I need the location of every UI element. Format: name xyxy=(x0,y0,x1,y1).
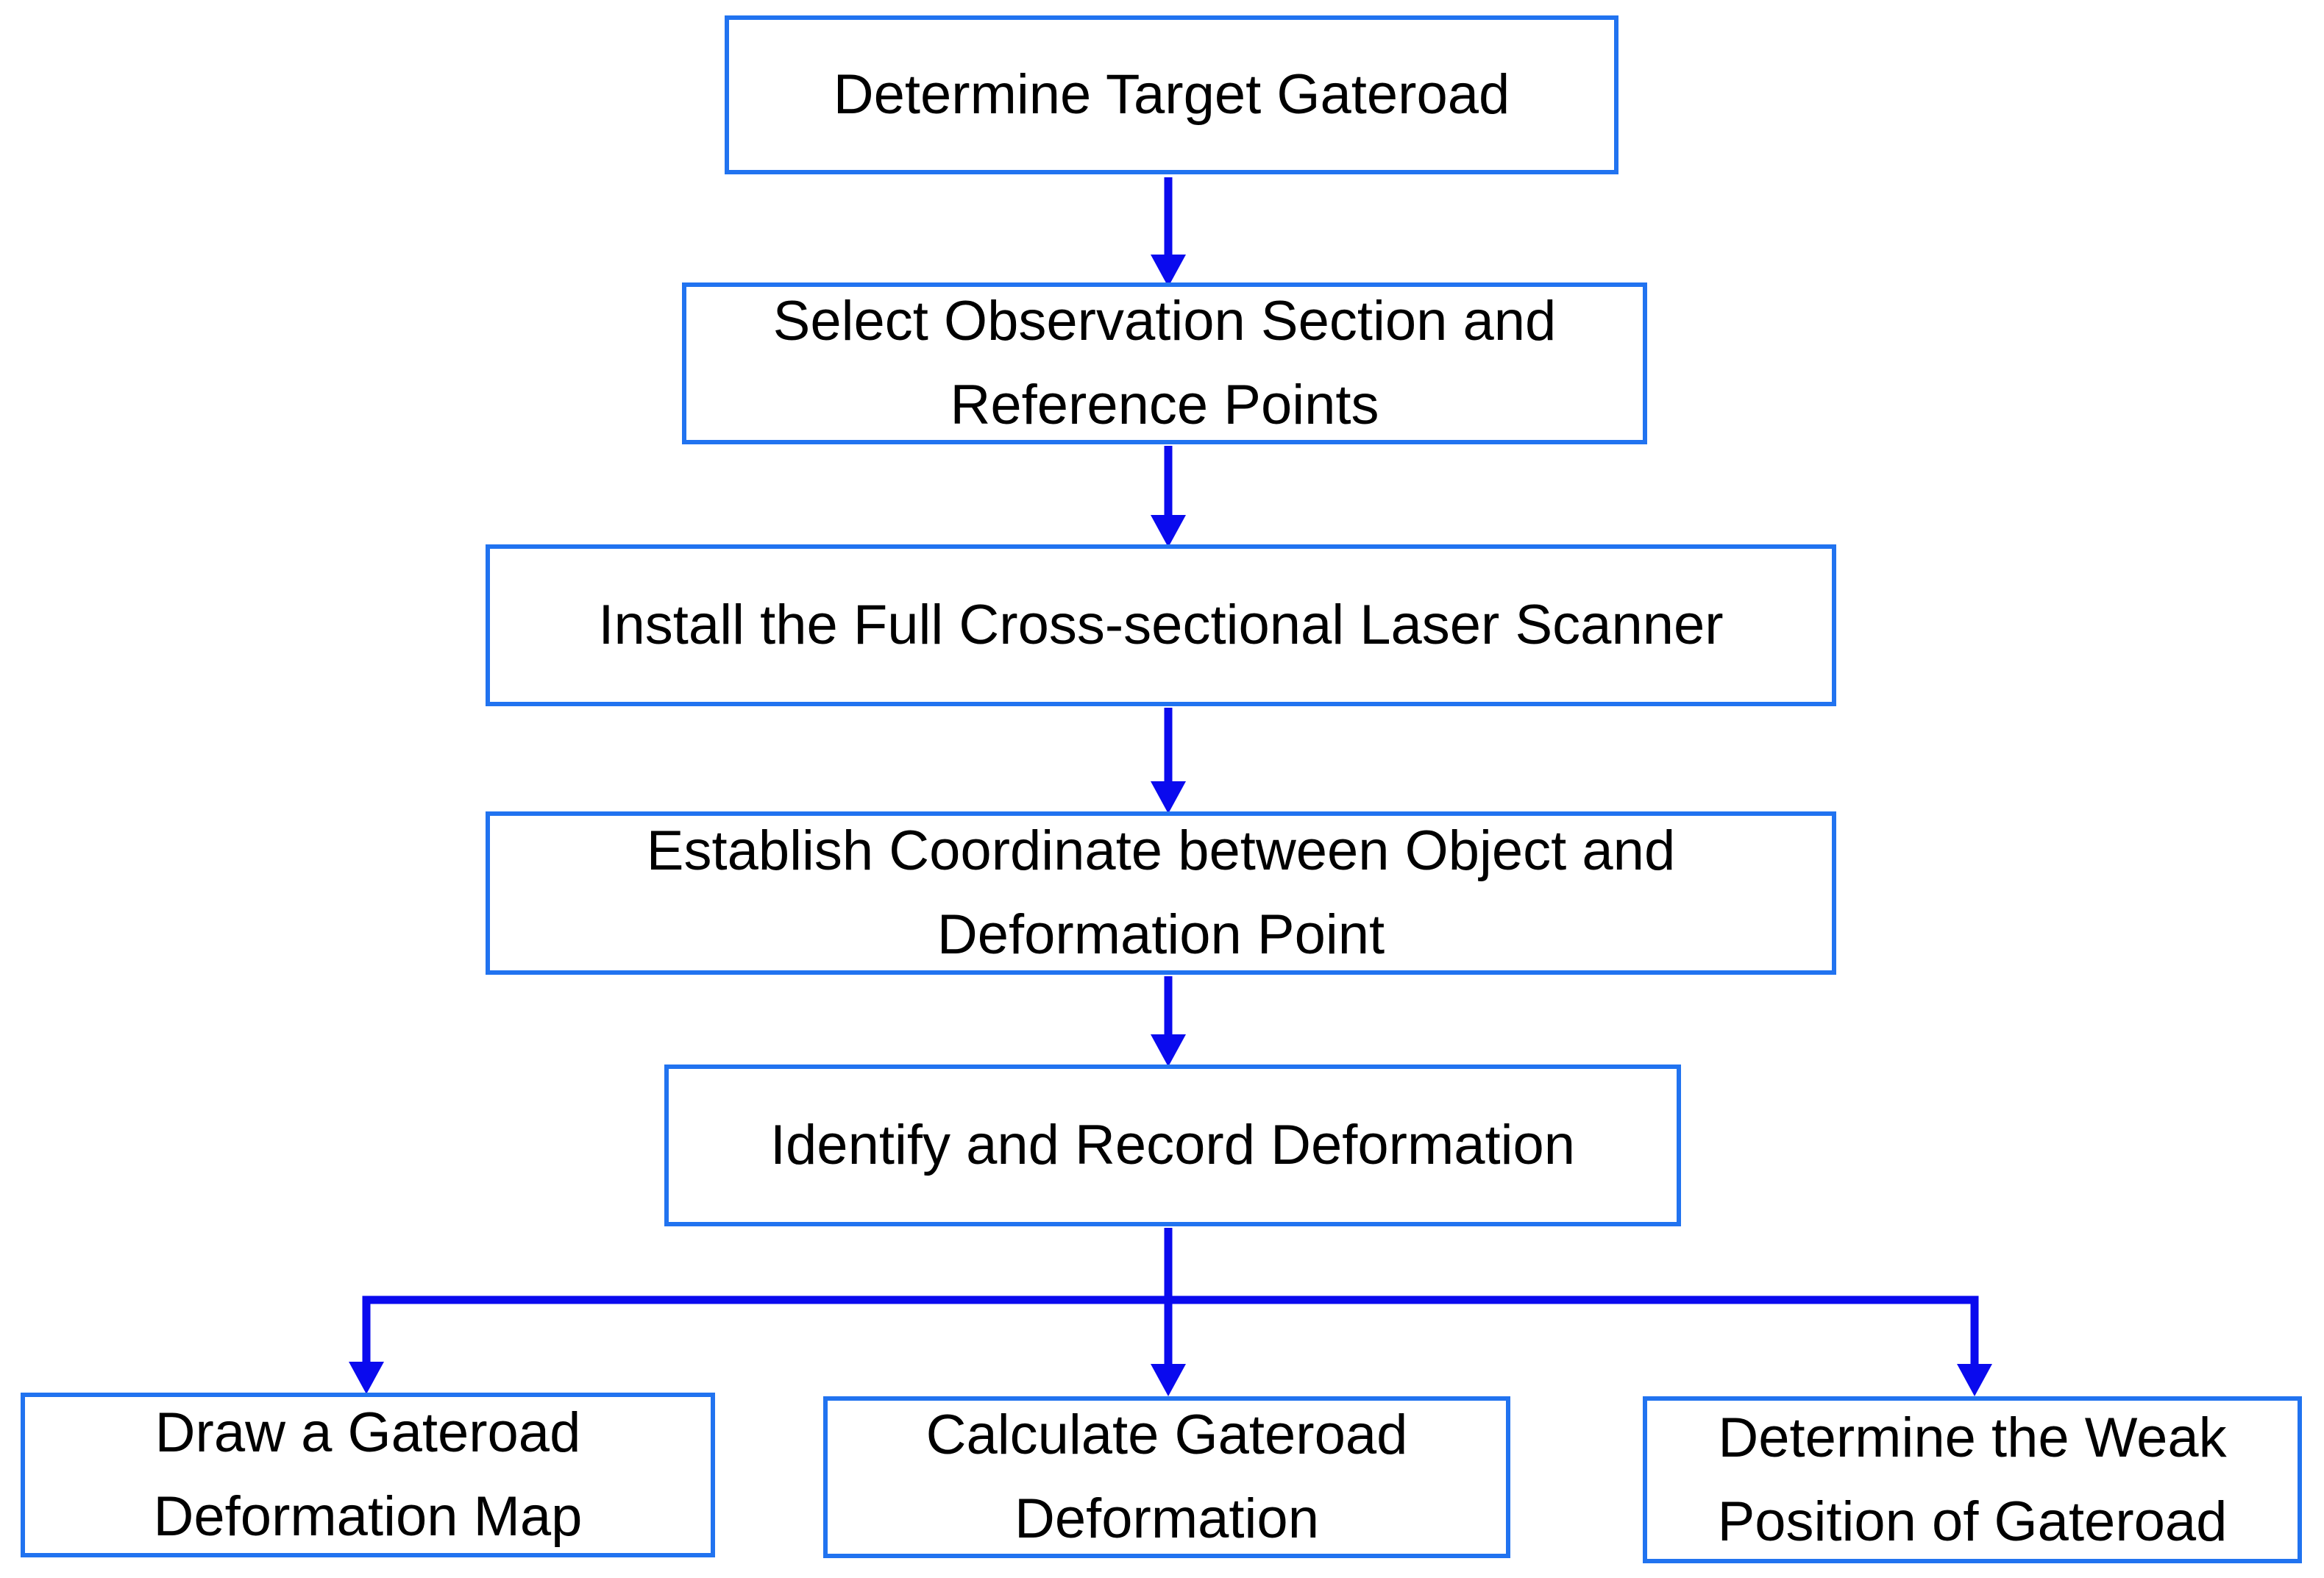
node-label-line-1: Establish Coordinate between Object and xyxy=(646,820,1676,882)
node-label-line-1: Select Observation Section and xyxy=(772,290,1557,352)
flow-node-draw-deformation-map: Draw a Gateroad Deformation Map xyxy=(21,1393,715,1557)
node-label-line-1: Calculate Gateroad xyxy=(925,1404,1408,1466)
arrow-down-middle-icon xyxy=(1151,1300,1186,1396)
arrow-down-1-icon xyxy=(1151,177,1186,287)
branch-connector xyxy=(362,1228,1979,1304)
flow-node-determine-weak-position: Determine the Weak Position of Gateroad xyxy=(1643,1396,2302,1563)
node-label: Install the Full Cross-sectional Laser S… xyxy=(598,594,1724,656)
node-label-line-1: Draw a Gateroad xyxy=(154,1401,581,1464)
flow-node-install-laser-scanner: Install the Full Cross-sectional Laser S… xyxy=(486,544,1836,706)
node-label-line-1: Determine the Weak xyxy=(1718,1406,2227,1469)
node-label-line-2: Deformation Map xyxy=(153,1485,583,1548)
arrow-down-2-icon xyxy=(1151,446,1186,547)
node-label-line-2: Position of Gateroad xyxy=(1717,1490,2228,1553)
node-label-line-2: Deformation Point xyxy=(937,903,1385,966)
node-label: Determine Target Gateroad xyxy=(833,63,1510,126)
node-label-line-2: Reference Points xyxy=(950,374,1379,436)
flow-node-determine-target-gateroad: Determine Target Gateroad xyxy=(725,15,1618,174)
flow-node-select-observation-section: Select Observation Section and Reference… xyxy=(682,282,1647,444)
arrow-down-4-icon xyxy=(1151,976,1186,1067)
arrow-down-right-icon xyxy=(1957,1300,1992,1396)
node-label-line-2: Deformation xyxy=(1014,1488,1319,1550)
arrow-down-left-icon xyxy=(349,1300,384,1394)
arrow-down-3-icon xyxy=(1151,708,1186,814)
node-label: Identify and Record Deformation xyxy=(770,1114,1576,1176)
flow-node-calculate-deformation: Calculate Gateroad Deformation xyxy=(823,1396,1510,1558)
flow-node-establish-coordinate: Establish Coordinate between Object and … xyxy=(486,811,1836,975)
flow-node-identify-record-deformation: Identify and Record Deformation xyxy=(664,1065,1681,1226)
